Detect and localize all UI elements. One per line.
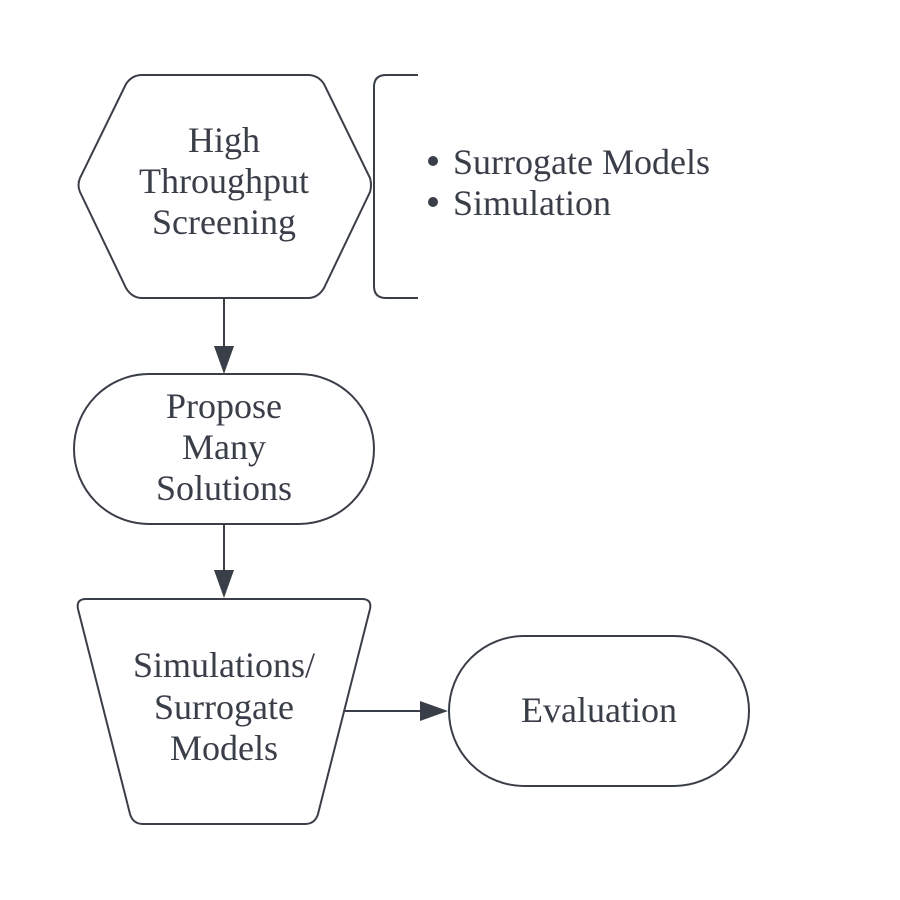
arrowhead-icon: [214, 346, 234, 374]
annotation-item-1: Surrogate Models: [453, 142, 710, 182]
bullet-dot-2: [428, 197, 438, 207]
node-simulations-surrogate-models[interactable]: Simulations/ Surrogate Models: [76, 598, 372, 825]
annotation-bracket: Surrogate Models Simulation: [373, 74, 710, 299]
node-high-throughput-screening[interactable]: High Throughput Screening: [77, 74, 372, 299]
node-propose-many-solutions[interactable]: Propose Many Solutions: [73, 373, 375, 525]
arrowhead-icon: [420, 701, 448, 721]
edge-propose-to-simulations: [214, 524, 234, 598]
simulations-label-line-1: Simulations/: [133, 645, 315, 685]
simulations-label-line-2: Surrogate: [154, 687, 294, 727]
evaluation-label: Evaluation: [521, 690, 677, 730]
bullet-dot-1: [428, 156, 438, 166]
propose-label-line-3: Solutions: [156, 468, 292, 508]
simulations-label-line-3: Models: [170, 728, 278, 768]
arrowhead-icon: [214, 570, 234, 598]
edge-screening-to-propose: [214, 298, 234, 374]
propose-label-line-1: Propose: [166, 386, 282, 426]
node-evaluation[interactable]: Evaluation: [448, 635, 750, 787]
stadium-shape: [448, 635, 750, 787]
bracket-line: [373, 74, 418, 299]
annotation-item-2: Simulation: [453, 183, 611, 223]
screening-label-line-2: Throughput: [139, 161, 309, 201]
propose-label-line-2: Many: [182, 427, 266, 467]
screening-label-line-3: Screening: [152, 202, 296, 242]
screening-label-line-1: High: [188, 120, 260, 160]
edge-simulations-to-evaluation: [344, 701, 448, 721]
trapezoid-shape: [76, 598, 372, 825]
